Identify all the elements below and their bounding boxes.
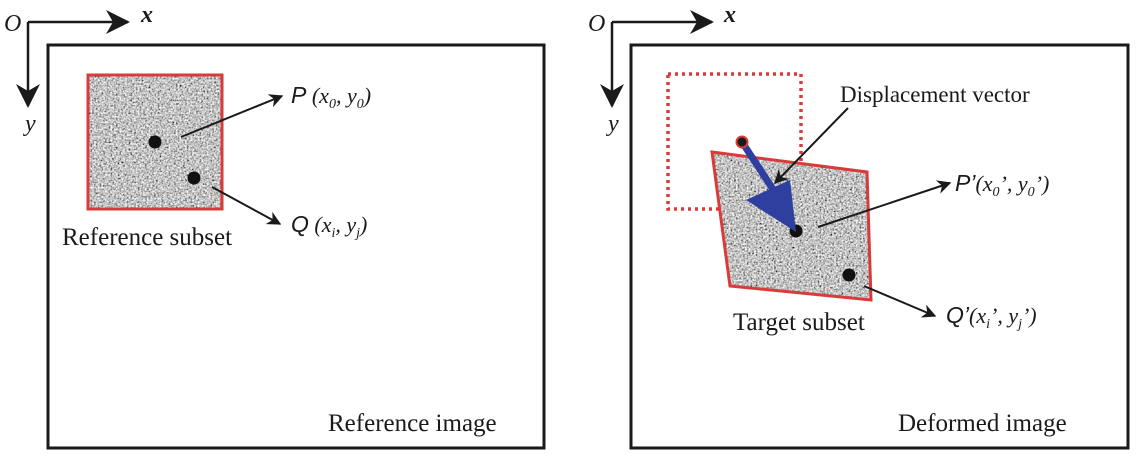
target-point-q-dot bbox=[842, 268, 856, 282]
target-p-arrow bbox=[817, 180, 952, 228]
reference-p-arrow bbox=[180, 94, 284, 138]
reference-point-q-label: Q (xi, yj) bbox=[291, 211, 367, 241]
target-q-arrow bbox=[863, 285, 937, 318]
target-subset-border bbox=[710, 150, 873, 302]
right-x-axis-label: x bbox=[723, 2, 736, 28]
displacement-vector bbox=[735, 135, 796, 232]
left-origin-label: O bbox=[4, 11, 21, 37]
left-y-axis-label: y bbox=[23, 111, 36, 137]
deformed-image-caption: Deformed image bbox=[898, 410, 1067, 437]
left-axes: O x y bbox=[4, 2, 153, 137]
displacement-vector-caption: Displacement vector bbox=[840, 82, 1030, 107]
right-axes: O x y bbox=[588, 2, 736, 137]
left-x-axis-label: x bbox=[140, 2, 153, 28]
target-point-p-label: P’(x0’, y0’) bbox=[955, 170, 1049, 200]
target-subset-caption: Target subset bbox=[733, 309, 865, 336]
reference-image-frame bbox=[46, 43, 546, 450]
left-panel: O x y P (x0, y0) Q (xi, yj) Reference su… bbox=[4, 2, 546, 450]
reference-point-p-dot bbox=[148, 135, 162, 149]
reference-subset-caption: Reference subset bbox=[62, 224, 232, 251]
reference-point-q-dot bbox=[187, 171, 201, 185]
reference-image-caption: Reference image bbox=[328, 410, 497, 437]
deformed-image-frame bbox=[629, 43, 1130, 450]
right-panel: O x y Displacement vector P’(x0’ bbox=[588, 2, 1130, 450]
target-point-q-label: Q’(xi’, yj’) bbox=[946, 302, 1037, 332]
reference-q-arrow bbox=[211, 186, 282, 225]
right-origin-label: O bbox=[588, 11, 605, 37]
right-y-axis-label: y bbox=[606, 111, 619, 137]
reference-point-p-label: P (x0, y0) bbox=[291, 82, 371, 112]
reference-subset bbox=[86, 73, 224, 211]
displacement-origin-dot bbox=[735, 135, 749, 149]
reference-subset-border bbox=[86, 73, 224, 211]
displacement-callout-arrow bbox=[774, 107, 849, 185]
